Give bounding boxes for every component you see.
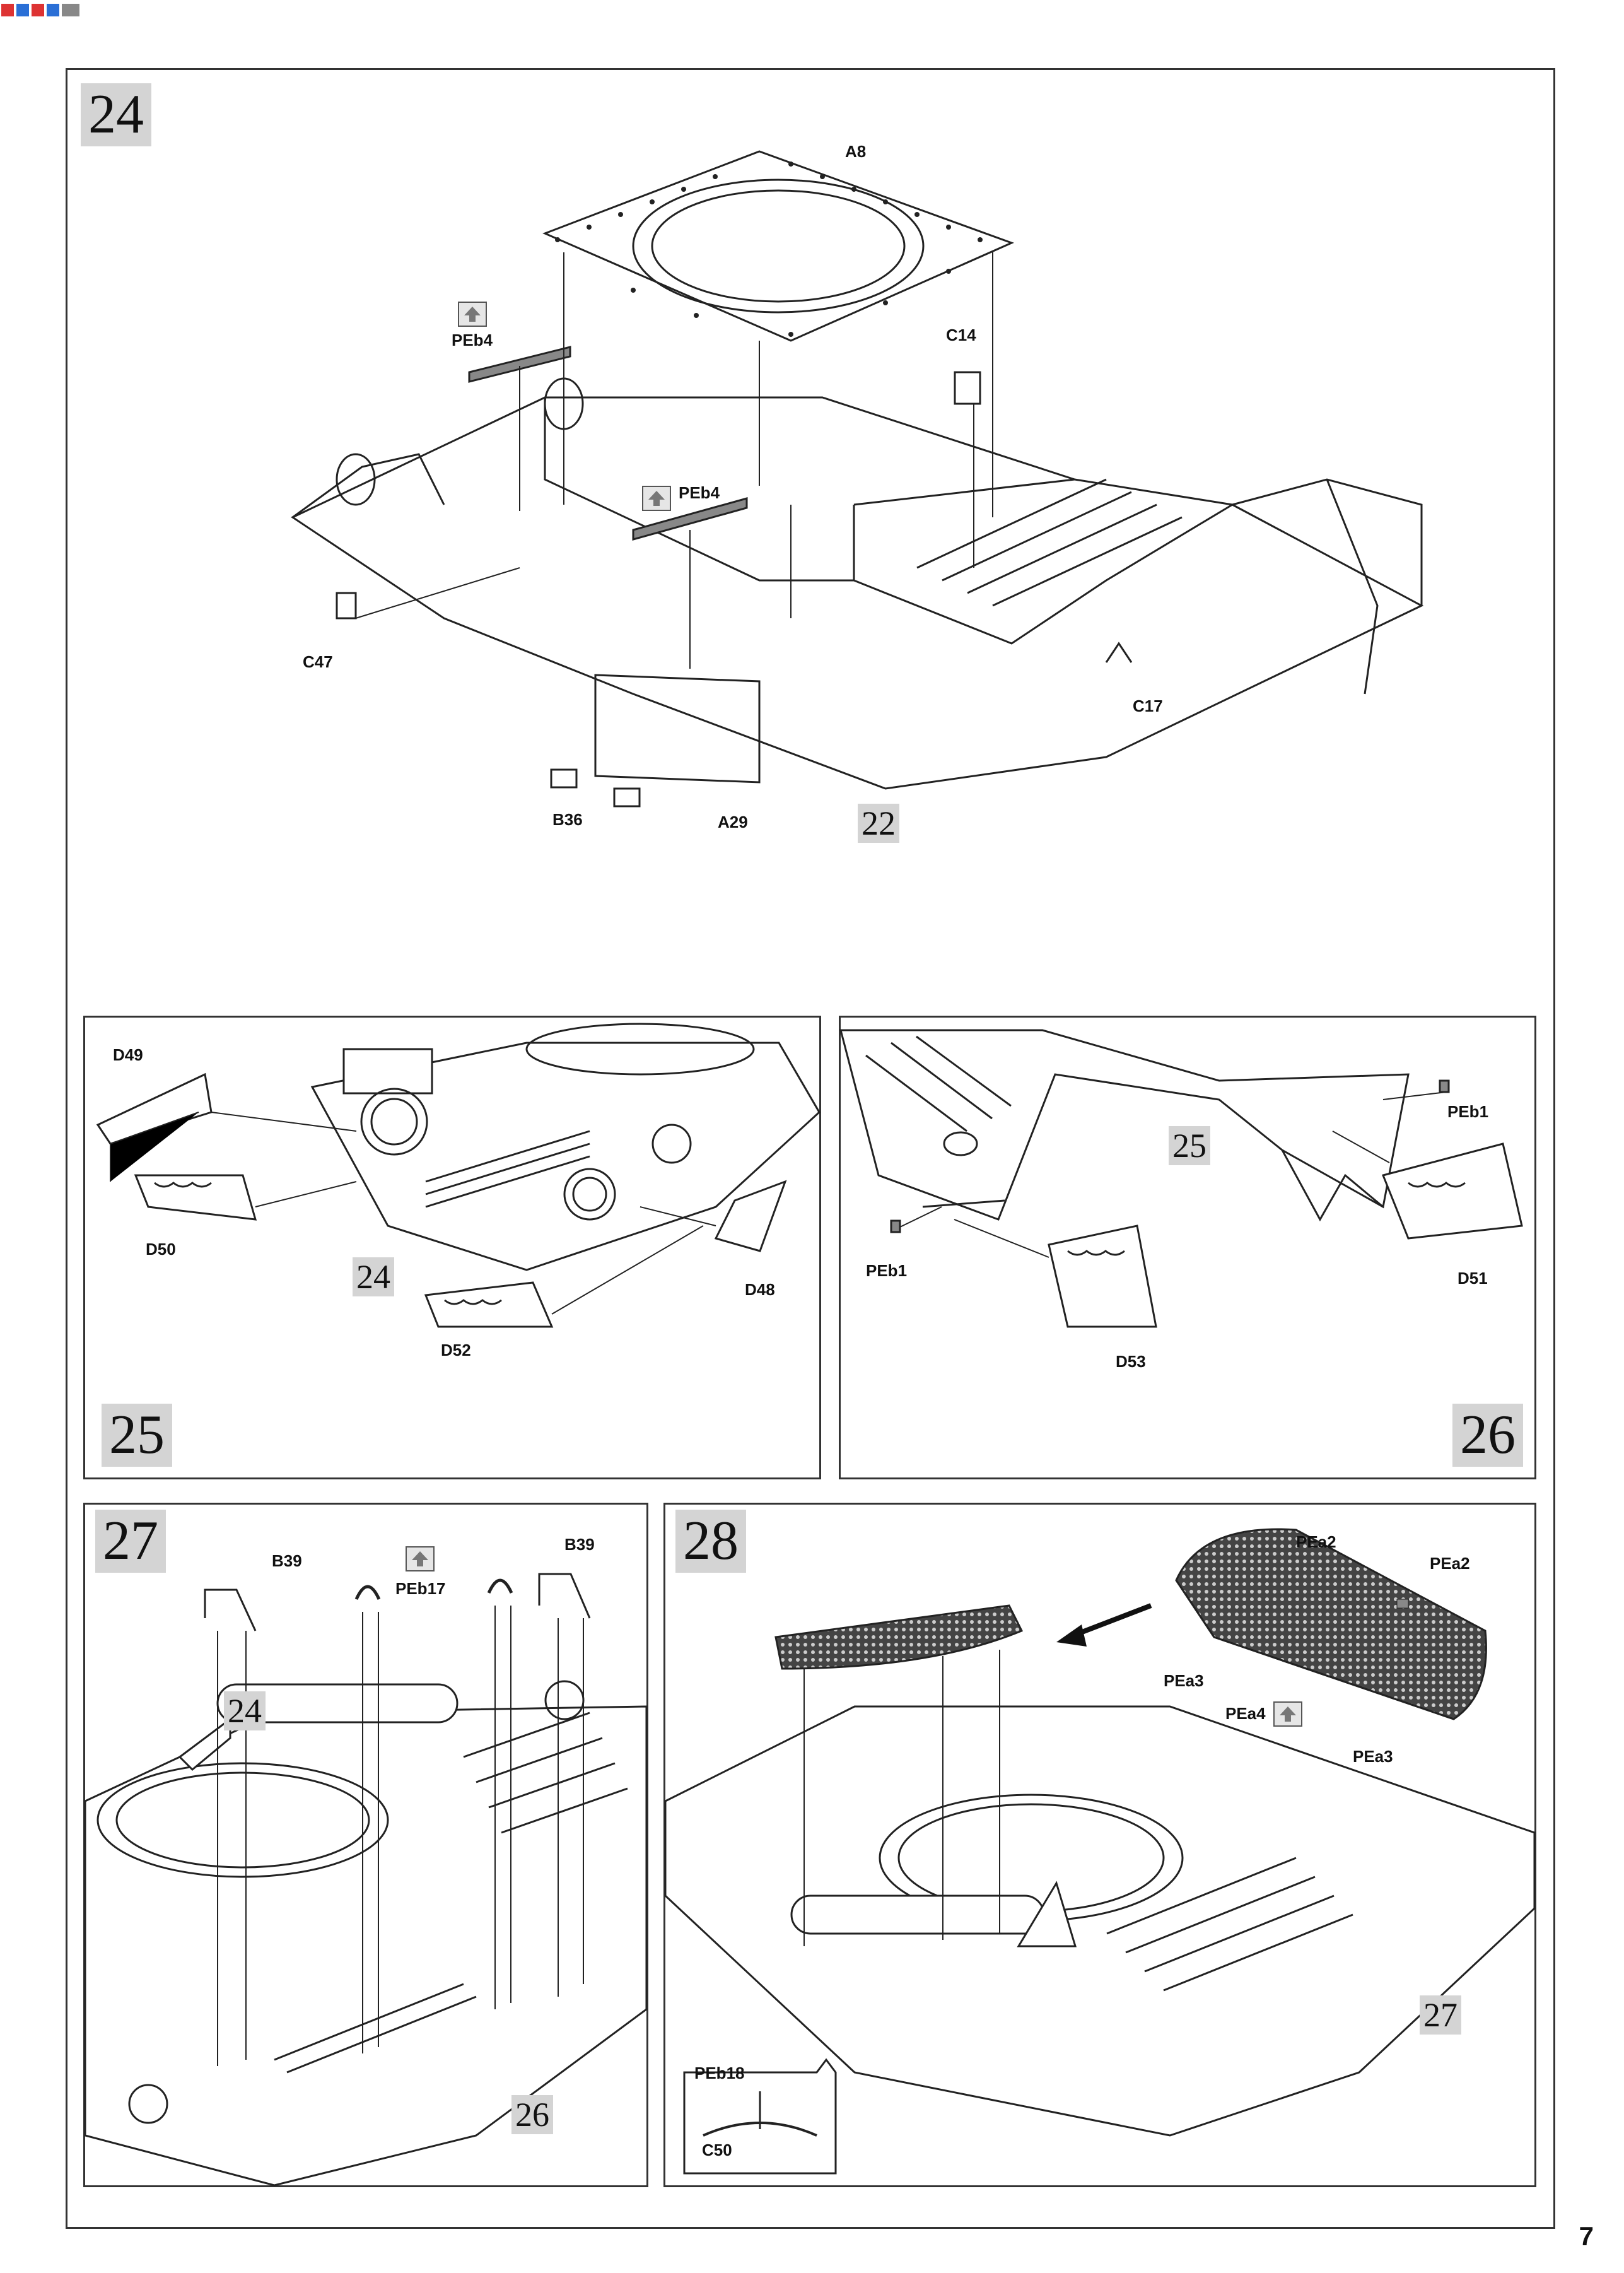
- step-number: 25: [102, 1404, 172, 1467]
- part-label: PEa4: [1225, 1704, 1266, 1723]
- step-27-panel: 27 B39 PEb17 B39 24 26: [83, 1503, 648, 2187]
- photo-etch-icon: [406, 1546, 435, 1571]
- page-frame: [66, 68, 1555, 2229]
- arrow-icon: [1056, 1603, 1152, 1647]
- photo-etch-icon: [1273, 1701, 1302, 1727]
- part-label: PEa2: [1296, 1532, 1336, 1551]
- reference-step-number: 22: [858, 804, 899, 843]
- part-label: C50: [702, 2141, 732, 2159]
- part-label: D50: [146, 1240, 176, 1259]
- part-label: PEb1: [1447, 1102, 1489, 1121]
- part-label: A29: [718, 813, 748, 831]
- part-label: A8: [845, 142, 867, 161]
- step-number: 24: [81, 83, 151, 146]
- part-label: PEb17: [395, 1579, 446, 1598]
- part-label: D48: [745, 1280, 775, 1299]
- part-label: PEb18: [694, 2064, 745, 2082]
- reference-step-number: 25: [1169, 1126, 1210, 1165]
- part-label: PEb4: [452, 331, 493, 349]
- part-label: PEb1: [866, 1261, 908, 1280]
- hull-assembly-illustration: [290, 150, 1424, 808]
- step-25-panel: D49 D50 D48 D52 24 25: [83, 1016, 821, 1479]
- engine-grille-illustration: [664, 1528, 1536, 2175]
- part-label: D49: [113, 1045, 143, 1064]
- part-label: D52: [441, 1341, 471, 1360]
- step-26-panel: PEb1 PEb1 D51 D53 25 26: [839, 1016, 1536, 1479]
- rear-fender-illustration: [839, 1029, 1523, 1328]
- step-number: 26: [1452, 1404, 1523, 1467]
- reference-step-number: 26: [511, 2095, 553, 2134]
- photo-etch-icon: [458, 302, 487, 327]
- reference-step-number: 24: [353, 1257, 394, 1296]
- step-number: 28: [675, 1510, 746, 1573]
- part-label: PEa2: [1430, 1554, 1470, 1573]
- reference-step-number: 24: [224, 1691, 266, 1730]
- part-label: D53: [1116, 1352, 1146, 1371]
- photo-etch-icon: [642, 486, 671, 511]
- exhaust-muffler-illustration: [84, 1573, 648, 2187]
- step-28-panel: 28 PEa2 PEa2 PEa3 PEa4 PEa3 PEb18 C50 27: [663, 1503, 1536, 2187]
- part-label: B36: [552, 810, 583, 829]
- part-label: C14: [946, 326, 976, 344]
- watermark-logo: [1, 4, 79, 16]
- part-label: PEa3: [1164, 1671, 1204, 1690]
- part-label: B39: [564, 1535, 595, 1554]
- page-number: 7: [1579, 2221, 1594, 2251]
- part-label: D51: [1458, 1269, 1488, 1288]
- front-fender-illustration: [96, 1023, 821, 1328]
- reference-step-number: 27: [1420, 1995, 1461, 2035]
- part-label: B39: [272, 1551, 302, 1570]
- part-label: PEa3: [1353, 1747, 1393, 1766]
- step-number: 27: [95, 1510, 166, 1573]
- part-label: C47: [303, 652, 333, 671]
- part-label: PEb4: [679, 483, 720, 502]
- part-label: C17: [1133, 696, 1163, 715]
